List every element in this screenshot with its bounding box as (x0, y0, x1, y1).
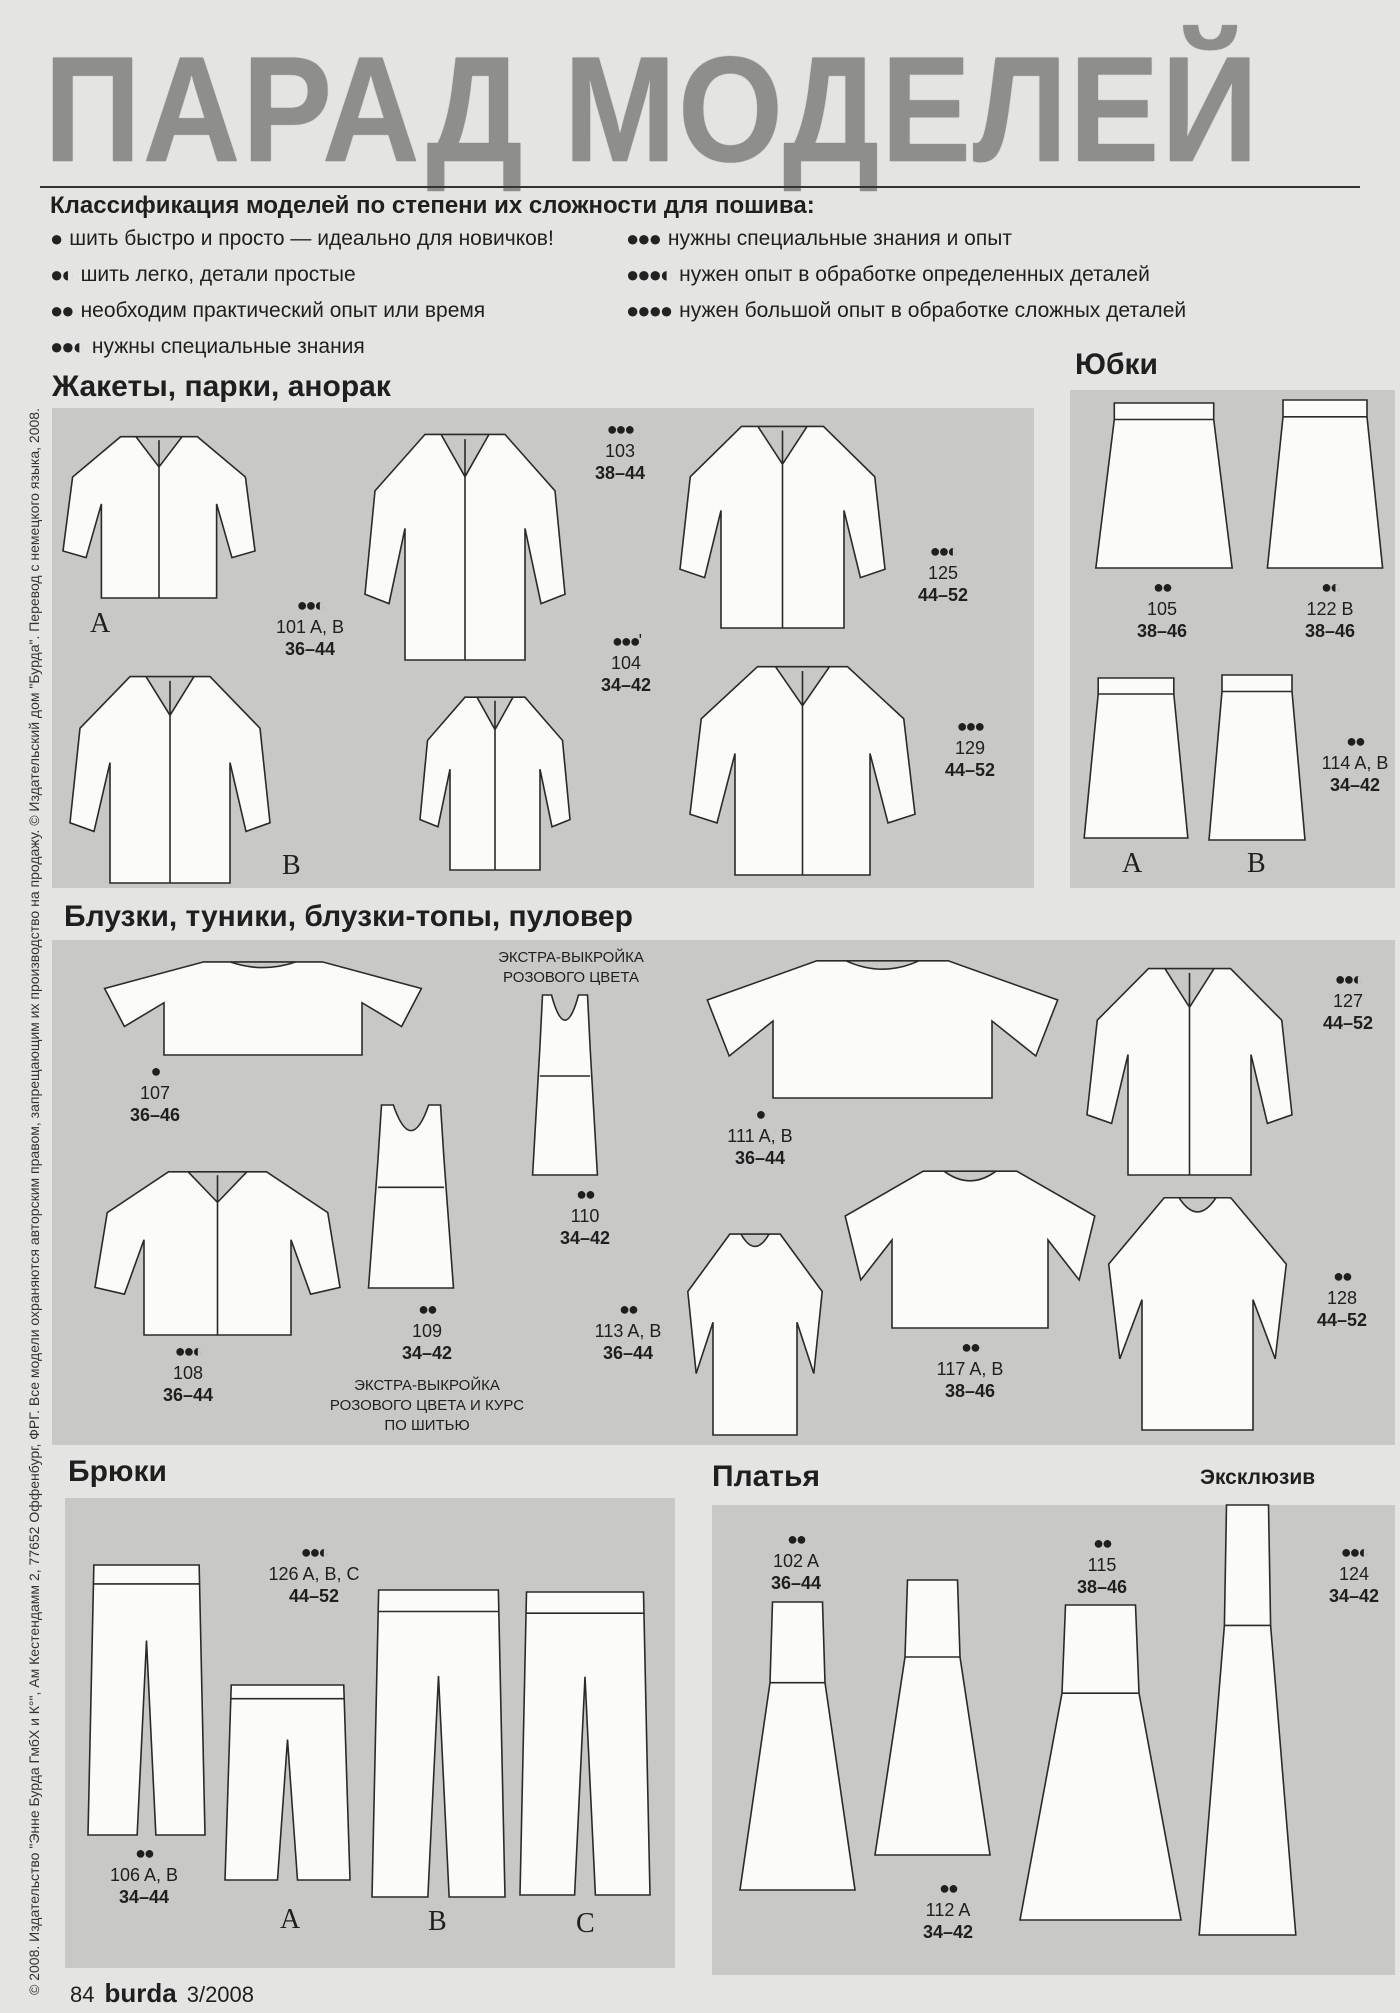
section-heading-pants: Брюки (68, 1455, 167, 1488)
garment-drawing-jacket-103 (365, 425, 565, 660)
legend-text: шить быстро и просто — идеально для нови… (69, 227, 554, 250)
variant-letter-a: A (90, 608, 111, 639)
legend-item: ●●●● нужен большой опыт в обработке сложн… (626, 298, 1186, 324)
variant-letter-b: B (1247, 848, 1266, 879)
garment-drawing-blouse-128 (1105, 1193, 1290, 1430)
garment-drawing-dress-124 (1195, 1505, 1300, 1935)
legend-text: шить легко, детали простые (80, 263, 356, 286)
difficulty-dots: ● (50, 226, 63, 251)
garment-drawing-skirt-114a (1082, 678, 1190, 838)
brand-logo: burda (104, 1978, 177, 2008)
legend-text: нужен большой опыт в обработке сложных д… (679, 299, 1187, 322)
garment-drawing-jacket-127 (1087, 960, 1292, 1175)
garment-drawing-pants-106 (88, 1565, 205, 1835)
variant-letter-a: A (280, 1904, 301, 1935)
variant-letter-c: C (576, 1908, 595, 1939)
difficulty-dots: ●◐ (50, 262, 75, 287)
issue-number: 3/2008 (186, 1982, 255, 2007)
legend-text: нужны специальные знания и опыт (667, 227, 1012, 250)
variant-letter-a: A (1122, 848, 1143, 879)
legend-text: необходим практический опыт или время (80, 299, 486, 322)
title-divider (40, 186, 1360, 188)
garment-drawing-blouse-111 (700, 958, 1065, 1098)
page-footer: 84 burda 3/2008 (70, 1978, 254, 2009)
section-heading-blouses: Блузки, туники, блузки-топы, пуловер (64, 900, 633, 933)
garment-drawing-jacket-125 (680, 418, 885, 628)
difficulty-dots: ●●●◐ (626, 262, 673, 287)
page-number: 84 (70, 1982, 95, 2007)
garment-drawing-dress-115 (1013, 1605, 1188, 1920)
garment-drawing-pants-126a (225, 1685, 350, 1880)
garment-drawing-jacket-101a (63, 430, 255, 598)
garment-drawing-skirt-122b (1265, 400, 1385, 568)
garment-drawing-skirt-114b (1207, 675, 1307, 840)
garment-drawing-pants-126c (520, 1592, 650, 1895)
section-heading-skirts: Юбки (1075, 348, 1158, 381)
page-title: ПАРАД МОДЕЛЕЙ (44, 25, 1260, 193)
section-heading-jackets: Жакеты, парки, анорак (52, 370, 391, 403)
legend-item: ● шить быстро и просто — идеально для нов… (50, 226, 554, 252)
variant-letter-b: B (428, 1906, 447, 1937)
garment-drawing-jacket-104 (420, 690, 570, 870)
garment-drawing-blouse-107 (98, 960, 428, 1055)
copyright-side-text: © 2008. Издательство "Энне Бурда ГмбХ и … (26, 408, 42, 1995)
difficulty-dots: ●●◐ (50, 334, 86, 359)
legend-item: ●●●◐ нужен опыт в обработке определенных … (626, 262, 1150, 288)
difficulty-dots: ●● (50, 298, 75, 323)
garment-drawing-top-110 (520, 995, 610, 1175)
section-heading-dresses: Платья (712, 1460, 820, 1493)
variant-letter-b: B (282, 850, 301, 881)
garment-drawing-blouse-113 (685, 1230, 825, 1435)
difficulty-dots: ●●●● (626, 298, 673, 323)
legend-item: ●●◐нужны специальные знания (50, 334, 365, 360)
difficulty-dots: ●●● (626, 226, 662, 251)
exclusive-label: Эксклюзив (1200, 1466, 1316, 1489)
legend-item: ●●●нужны специальные знания и опыт (626, 226, 1012, 252)
garment-drawing-skirt-105 (1093, 403, 1235, 568)
garment-drawing-blouse-117 (840, 1168, 1100, 1328)
legend-heading: Классификация моделей по степени их слож… (50, 192, 815, 219)
legend-item: ●●необходим практический опыт или время (50, 298, 485, 324)
garment-drawing-dress-112a (870, 1580, 995, 1855)
garment-drawing-jacket-129 (690, 658, 915, 875)
garment-drawing-jacket-108 (95, 1165, 340, 1335)
legend-text: нужны специальные знания (91, 335, 365, 358)
garment-drawing-jacket-101b (70, 668, 270, 883)
legend-text: нужен опыт в обработке определенных дета… (679, 263, 1150, 286)
garment-drawing-dress-102a (735, 1602, 860, 1890)
garment-drawing-pants-126b (372, 1590, 505, 1897)
garment-drawing-top-109 (352, 1105, 470, 1288)
legend-item: ●◐шить легко, детали простые (50, 262, 356, 288)
